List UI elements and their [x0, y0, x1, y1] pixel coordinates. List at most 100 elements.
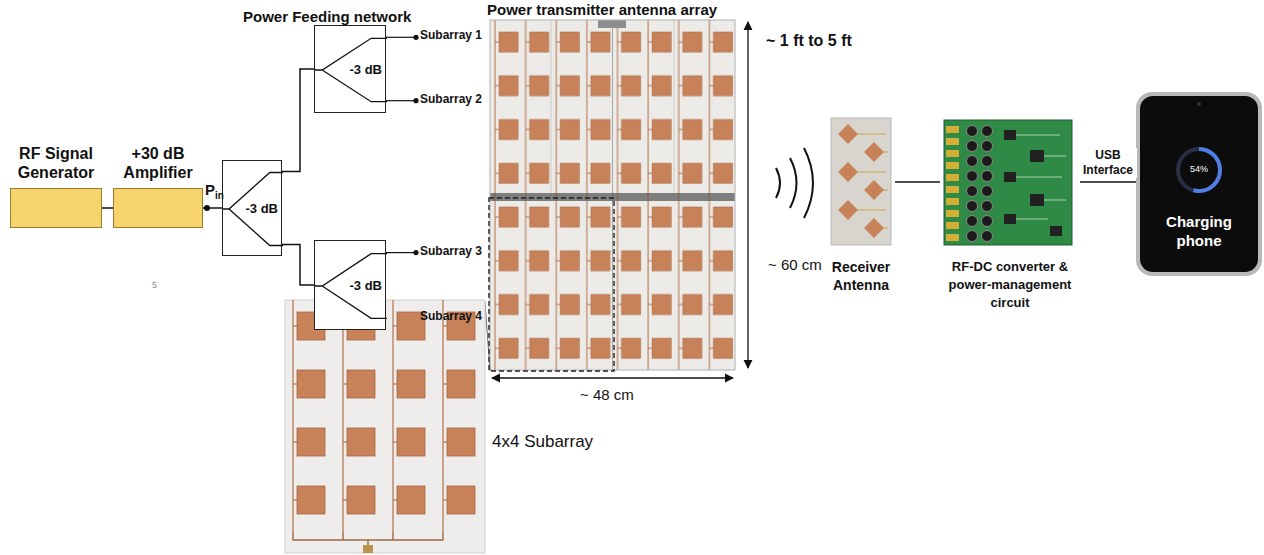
splitter-gain: -3 dB	[246, 201, 279, 216]
port-label: Subarray 4	[420, 310, 482, 324]
rf-dc-converter-board	[946, 126, 959, 133]
rf-dc-converter-board	[967, 141, 978, 152]
amplifier-box: +30 dB Amplifier	[113, 144, 203, 228]
subarray-ports	[413, 98, 418, 103]
subarray-ports	[413, 35, 418, 40]
splitter-gain: -3 dB	[350, 278, 383, 293]
connector-label: USB Interface	[1079, 148, 1137, 178]
connector-line	[203, 207, 222, 209]
rf-dc-converter-board	[946, 162, 959, 169]
receiver-antenna-photo	[864, 180, 884, 200]
phone-illustration	[1140, 96, 1258, 272]
port-label: Subarray 1	[420, 29, 482, 43]
splitter-lines	[315, 38, 387, 101]
receiver-antenna-photo	[864, 218, 884, 238]
phone-label: Charging phone	[1144, 212, 1254, 250]
receiver-antenna-photo	[838, 162, 858, 182]
section-title: Power transmitter antenna array	[487, 1, 717, 18]
rf-dc-converter-board	[982, 171, 993, 182]
connector-line	[1080, 181, 1136, 183]
photo-space	[827, 118, 895, 258]
port-label: Subarray 3	[420, 245, 482, 259]
rf-dc-converter-board	[982, 231, 993, 242]
connector-line	[282, 244, 314, 285]
rf-dc-converter-board	[944, 120, 1072, 245]
rf-dc-converter-board	[982, 126, 993, 137]
box-label: +30 dB Amplifier	[113, 144, 203, 182]
radio-waves	[776, 168, 780, 198]
splitter-box: -3 dB	[314, 240, 386, 330]
rf-dc-converter-board	[967, 231, 978, 242]
rf-dc-converter-board	[1004, 214, 1016, 224]
antenna-array-photo	[551, 20, 552, 195]
receiver-antenna-photo	[838, 200, 858, 220]
yellow-block	[113, 188, 203, 228]
phone-illustration	[1136, 92, 1262, 276]
signal-subscript: in	[215, 190, 224, 202]
splitter-box: -3 dB	[314, 25, 386, 113]
rf-dc-converter-board	[946, 150, 959, 157]
rf-dc-converter-board	[967, 216, 978, 227]
radio-waves	[804, 148, 813, 218]
antenna-array-photo	[490, 193, 735, 201]
rf-dc-converter-board	[1004, 130, 1062, 236]
antenna-array-photo	[490, 20, 735, 370]
rf-dc-converter-board	[967, 156, 978, 167]
subarray-ports	[386, 100, 416, 101]
dimension-label: ~ 60 cm	[768, 256, 822, 273]
yellow-block	[10, 188, 102, 228]
dimension-label: ~ 48 cm	[580, 386, 634, 403]
charging-phone: 54%Charging phone	[1136, 92, 1262, 276]
rf-dc-converter-board	[946, 222, 959, 229]
subarray-ports	[386, 35, 419, 320]
dimension-arrows	[492, 377, 733, 378]
splitter-lines	[223, 173, 283, 246]
phone-illustration	[1197, 102, 1201, 106]
rf-dc-converter-board	[1050, 226, 1062, 236]
rf-dc-converter-board	[1030, 150, 1044, 162]
receiver-antenna-photo	[831, 118, 891, 245]
rf-dc-converter-board	[946, 186, 959, 193]
rf-dc-converter-board	[946, 210, 959, 217]
rf-dc-converter-board	[982, 216, 993, 227]
rf-dc-converter-board	[1030, 194, 1044, 206]
rf-dc-converter-board	[1004, 172, 1016, 182]
phone-illustration	[1136, 92, 1262, 276]
rf-dc-converter-board	[946, 198, 959, 205]
antenna-array-photo	[489, 20, 735, 371]
rf-dc-converter-board	[967, 126, 978, 137]
radio-waves	[776, 148, 813, 218]
photo-space	[940, 118, 1080, 258]
antenna-array-photo	[490, 20, 735, 370]
rf-dc-converter-board	[967, 201, 978, 212]
component-label: Receiver Antenna	[827, 258, 895, 294]
subarray-ports	[386, 252, 416, 253]
rf-dc-converter: RF-DC converter & power-management circu…	[940, 118, 1080, 312]
port-label: Subarray 2	[420, 93, 482, 107]
rf-dc-converter-board	[982, 201, 993, 212]
splitter-gain: -3 dB	[350, 62, 383, 77]
dimension-arrows	[492, 22, 748, 378]
box-label: RF Signal Generator	[10, 144, 102, 182]
stray-mark: 5	[152, 280, 157, 290]
subarray-ports	[413, 250, 418, 255]
rf-dc-converter-board	[967, 126, 993, 242]
receiver-antenna: Receiver Antenna	[827, 118, 895, 294]
antenna-array-photo	[489, 198, 614, 371]
receiver-antenna-photo	[855, 134, 888, 228]
receiver-antenna-photo	[831, 118, 891, 245]
rf-dc-converter-board	[982, 186, 993, 197]
antenna-array-photo	[598, 20, 626, 28]
rf-dc-converter-board	[944, 120, 1072, 245]
antenna-array-photo	[674, 20, 675, 195]
section-title: Power Feeding network	[243, 8, 411, 25]
receiver-antenna-photo	[838, 124, 858, 144]
rf-dc-converter-board	[946, 174, 959, 181]
signal-name: P	[205, 181, 215, 198]
rf-dc-converter-board	[946, 126, 959, 241]
inset-label: 4x4 Subarray	[492, 432, 593, 452]
connector-line	[102, 207, 113, 209]
